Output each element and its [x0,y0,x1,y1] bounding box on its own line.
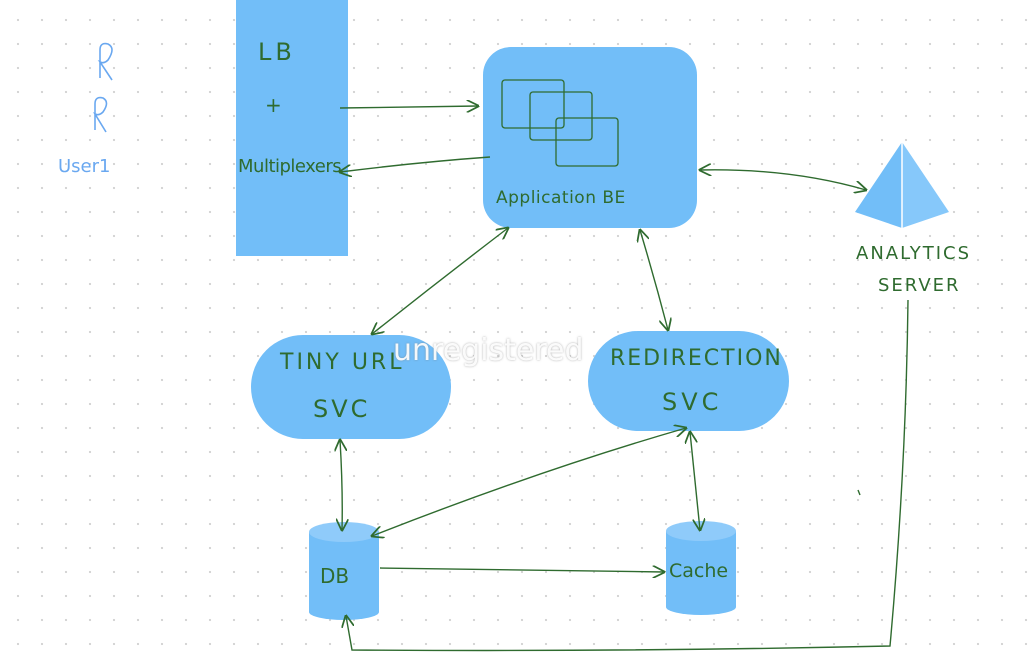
application-be-box [483,47,697,228]
db-cylinder-icon [309,522,379,620]
tiny-url-label: TINY URL [280,350,405,375]
redirection-svc-pill [588,331,789,431]
lb-label: LB [258,38,296,66]
tiny-svc-label: SVC [313,395,371,423]
analytics-pyramid-icon [855,142,949,228]
stacked-windows-icon [501,79,619,167]
user-label: User1 [58,156,111,177]
unregistered-watermark: unregistered [393,333,584,368]
redirection-label: REDIRECTION [610,346,783,371]
server-label: SERVER [878,275,961,296]
user-stick-figure-icon [92,42,113,133]
tiny-url-svc-pill [251,335,451,439]
load-balancer-box [236,0,348,256]
plus-label: + [265,93,282,117]
application-be-label: Application BE [496,188,626,208]
multiplexers-label: Multiplexers [238,156,342,177]
arrow-lines [340,106,909,652]
redirection-svc-label: SVC [662,388,723,416]
cache-label: Cache [669,560,729,582]
analytics-label: ANALYTICS [856,243,972,264]
db-label: DB [320,564,350,588]
